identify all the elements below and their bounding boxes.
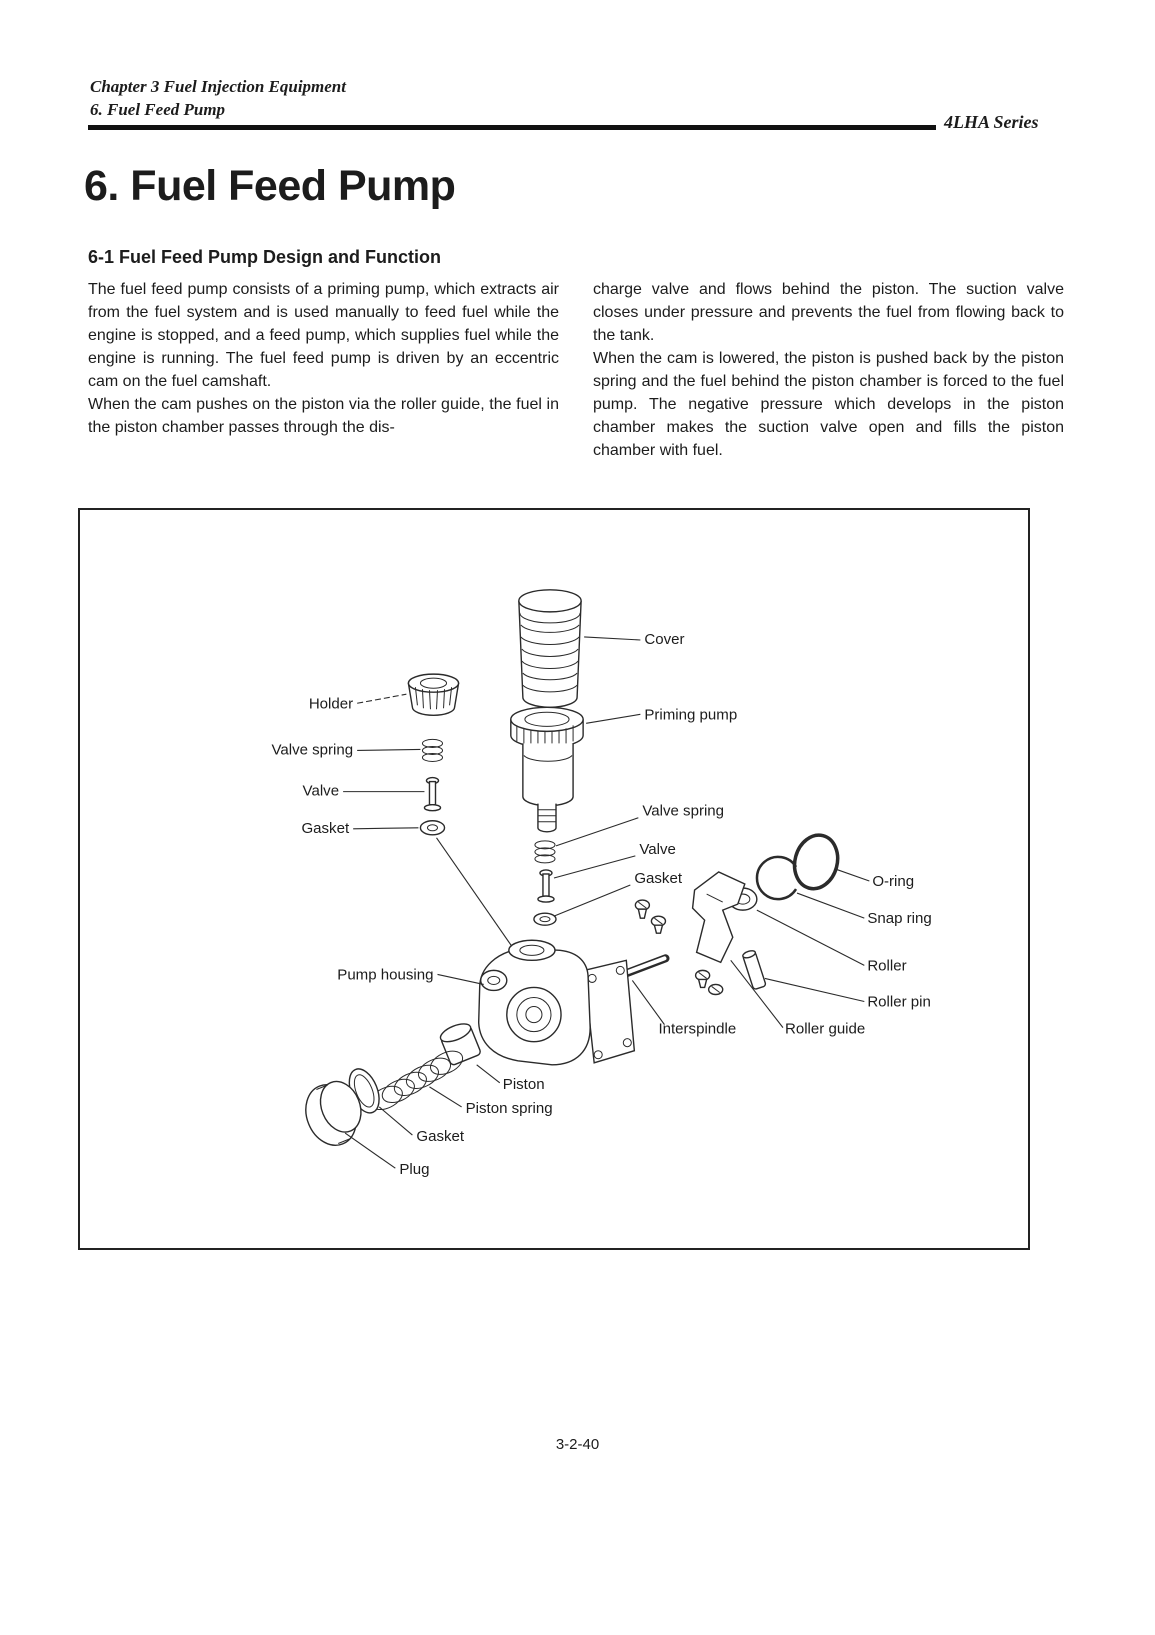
valve-right-label: Valve — [639, 841, 676, 858]
piston-spring-part — [369, 1050, 464, 1111]
snap-ring-part — [755, 855, 798, 901]
paragraph: The fuel feed pump consists of a priming… — [88, 281, 559, 391]
paragraph: When the cam pushes on the piston via th… — [88, 396, 559, 437]
header-rule — [88, 125, 936, 130]
leader-line — [476, 1064, 501, 1084]
page-header: Chapter 3 Fuel Injection Equipment 6. Fu… — [90, 76, 346, 122]
series-label: 4LHA Series — [944, 112, 1039, 132]
screw-icon — [650, 915, 667, 934]
leader-line — [429, 1086, 462, 1108]
leader-line — [357, 748, 421, 752]
valve-left-label: Valve — [303, 783, 340, 800]
piston-part — [439, 1023, 481, 1066]
leader-line — [555, 817, 639, 847]
valve-spring-left-part — [421, 738, 444, 763]
left-column: The fuel feed pump consists of a priming… — [88, 278, 559, 462]
leader-line — [357, 693, 407, 704]
holder-label: Holder — [309, 695, 353, 712]
valve-right-part — [537, 869, 555, 903]
piston-label: Piston — [503, 1076, 545, 1093]
page-number: 3-2-40 — [555, 1436, 600, 1453]
body-columns: The fuel feed pump consists of a priming… — [88, 278, 1064, 462]
o-ring-part — [792, 833, 840, 891]
leader-line — [553, 884, 631, 917]
header-chapter-line: Chapter 3 Fuel Injection Equipment — [90, 77, 346, 96]
leader-line — [553, 855, 636, 879]
priming-pump-part — [510, 706, 584, 833]
leader-line — [730, 960, 784, 1028]
cover-part — [518, 589, 582, 708]
roller-pin-part — [742, 950, 767, 990]
valve-left-part — [423, 776, 442, 812]
leader-line — [344, 1132, 396, 1169]
roller-guide-label: Roller guide — [785, 1021, 865, 1038]
valve-spring-right-label: Valve spring — [642, 803, 724, 820]
exploded-diagram: Cover Priming pump Holder Valve spring V… — [271, 589, 932, 1178]
snap-ring-label: Snap ring — [867, 910, 931, 927]
page-title: 6. Fuel Feed Pump — [84, 162, 456, 210]
gasket-left-part — [419, 820, 446, 836]
valve-spring-left-label: Valve spring — [271, 741, 353, 758]
interspindle-label: Interspindle — [658, 1021, 736, 1038]
leader-line — [436, 837, 513, 947]
leader-line — [756, 909, 865, 966]
figure-box: Cover Priming pump Holder Valve spring V… — [78, 508, 1030, 1250]
leader-line — [764, 977, 865, 1003]
leader-line — [584, 636, 641, 641]
leader-line — [631, 980, 665, 1025]
priming-pump-label: Priming pump — [644, 706, 737, 723]
leader-line — [353, 827, 419, 830]
paragraph: When the cam is lowered, the piston is p… — [593, 350, 1064, 460]
plug-part — [305, 1080, 362, 1146]
gasket-bottom-label: Gasket — [416, 1128, 464, 1145]
pump-housing-part — [477, 939, 591, 1066]
piston-spring-label: Piston spring — [466, 1100, 553, 1117]
o-ring-label: O-ring — [872, 873, 914, 890]
leader-line — [378, 1106, 413, 1136]
screw-icon — [634, 899, 651, 919]
roller-label: Roller — [867, 957, 906, 974]
leader-line — [437, 973, 484, 985]
gasket-left-label: Gasket — [301, 820, 349, 837]
gasket-right-part — [533, 912, 557, 926]
valve-spring-right-part — [534, 840, 556, 864]
roller-guide-part — [691, 871, 746, 964]
section-heading: 6-1 Fuel Feed Pump Design and Function — [88, 247, 442, 267]
leader-line — [586, 713, 641, 724]
leader-line — [796, 892, 865, 919]
gasket-right-label: Gasket — [634, 870, 682, 887]
plug-label: Plug — [399, 1161, 429, 1178]
leader-line — [835, 868, 870, 882]
cover-label: Cover — [644, 631, 684, 648]
screw-icon — [694, 969, 711, 989]
roller-pin-label: Roller pin — [867, 994, 931, 1011]
paragraph: charge valve and flows behind the piston… — [593, 281, 1064, 345]
screw-icon — [707, 983, 724, 996]
right-column: charge valve and flows behind the piston… — [593, 278, 1064, 462]
pump-housing-flange — [583, 959, 636, 1064]
holder-part — [407, 673, 460, 717]
header-section-line: 6. Fuel Feed Pump — [90, 99, 226, 119]
pump-housing-label: Pump housing — [337, 966, 433, 983]
